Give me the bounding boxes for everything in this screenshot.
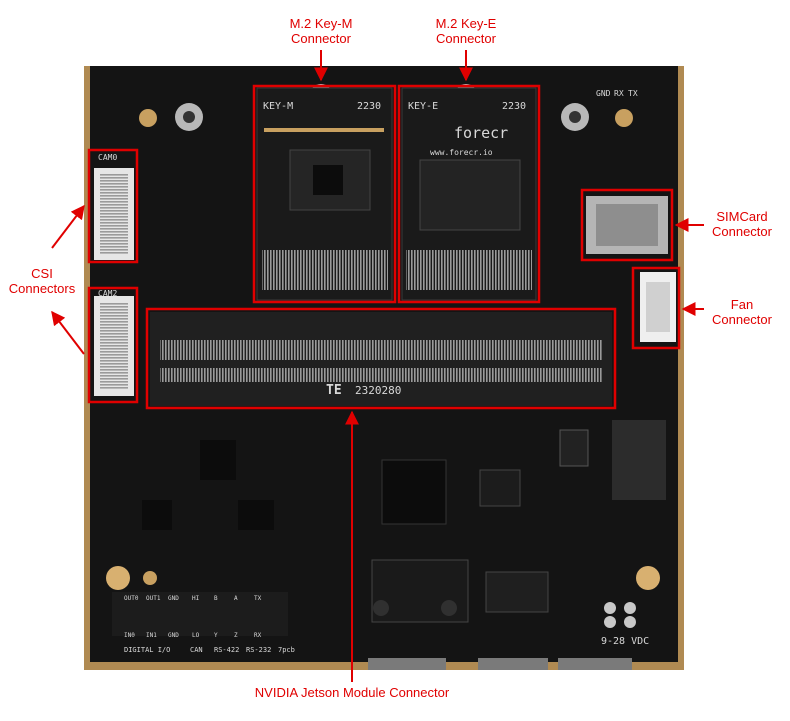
csi-label: CSI Connectors <box>4 266 80 296</box>
csi-cam2-box <box>87 286 139 404</box>
rx-text: RX <box>614 89 624 98</box>
io-bottom-label: Y <box>214 632 218 639</box>
key-m-size-text: 2230 <box>357 101 381 112</box>
io-top-label: HI <box>192 595 200 602</box>
can-text: CAN <box>190 646 203 654</box>
arrow-csi-upper <box>51 204 85 249</box>
rs232-text: RS-232 <box>246 646 271 654</box>
bottom-ports <box>112 559 636 670</box>
te-part-number: 2320280 <box>355 384 401 397</box>
io-top-label: TX <box>254 595 262 602</box>
highlight-boxes <box>87 84 681 410</box>
voltage-text: 9-28 VDC <box>601 636 649 647</box>
key-e-size-text: 2230 <box>502 101 526 112</box>
io-bottom-labels: IN0 IN1 GND LO Y Z RX <box>124 632 262 639</box>
io-bottom-label: IN0 <box>124 632 135 639</box>
io-bottom-label: Z <box>234 632 238 639</box>
m2-keym-box <box>252 84 397 304</box>
brand-logo: forecr <box>454 124 508 142</box>
board-chips <box>142 420 666 530</box>
simcard-label-line1: SIMCard <box>716 209 768 224</box>
io-bottom-label: LO <box>192 632 200 639</box>
fan-box <box>631 266 681 350</box>
simcard-label: SIMCard Connector <box>700 209 784 239</box>
m2-keye-label-line1: M.2 Key-E <box>435 16 497 31</box>
simcard-shape <box>586 196 668 254</box>
cam2-text: CAM2 <box>98 289 117 298</box>
silkscreen: CAM0 CAM2 KEY-M 2230 KEY-E 2230 forecr w… <box>98 89 649 654</box>
jetson-label: NVIDIA Jetson Module Connector <box>254 685 450 700</box>
io-top-labels: OUT0 OUT1 GND HI B A TX <box>124 595 262 602</box>
fan-label-line2: Connector <box>712 312 772 327</box>
arrow-csi-lower <box>51 310 85 355</box>
fan-shape <box>640 272 676 342</box>
key-e-text: KEY-E <box>408 101 438 112</box>
io-top-label: GND <box>168 595 179 602</box>
brand-url: www.forecr.io <box>430 148 493 157</box>
jetson-connector-shape <box>150 312 612 406</box>
m2-keym-label-line1: M.2 Key-M <box>289 16 353 31</box>
io-bottom-label: GND <box>168 632 179 639</box>
tx-text: TX <box>628 89 638 98</box>
csi-cam0-box <box>87 148 139 264</box>
m2-modules <box>256 87 537 301</box>
digital-io-text: DIGITAL I/O <box>124 646 170 654</box>
simcard-label-line2: Connector <box>712 224 772 239</box>
csi-label-line2: Connectors <box>8 281 76 296</box>
m2-keye-box <box>397 84 541 304</box>
io-bottom-label: RX <box>254 632 262 639</box>
jetson-box <box>145 307 617 410</box>
fan-label-line1: Fan <box>730 297 754 312</box>
io-top-label: OUT0 <box>124 595 139 602</box>
m2-keym-label: M.2 Key-M Connector <box>270 16 372 46</box>
label-arrows <box>51 50 704 682</box>
csi-label-line1: CSI <box>31 266 53 281</box>
key-m-text: KEY-M <box>263 101 293 112</box>
io-top-label: OUT1 <box>146 595 161 602</box>
fan-label: Fan Connector <box>700 297 784 327</box>
m2-keye-label-line2: Connector <box>436 31 496 46</box>
simcard-box <box>580 188 674 262</box>
cam0-text: CAM0 <box>98 153 117 162</box>
rs422-text: RS-422 <box>214 646 239 654</box>
version-text: 7pcb <box>278 646 295 654</box>
m2-keym-label-line2: Connector <box>291 31 351 46</box>
io-bottom-label: IN1 <box>146 632 157 639</box>
csi-connector-shapes <box>94 168 134 396</box>
io-top-label: A <box>234 595 238 602</box>
m2-keye-label: M.2 Key-E Connector <box>415 16 517 46</box>
io-top-label: B <box>214 595 218 602</box>
te-logo: TE <box>326 383 342 398</box>
gnd-text: GND <box>596 89 611 98</box>
